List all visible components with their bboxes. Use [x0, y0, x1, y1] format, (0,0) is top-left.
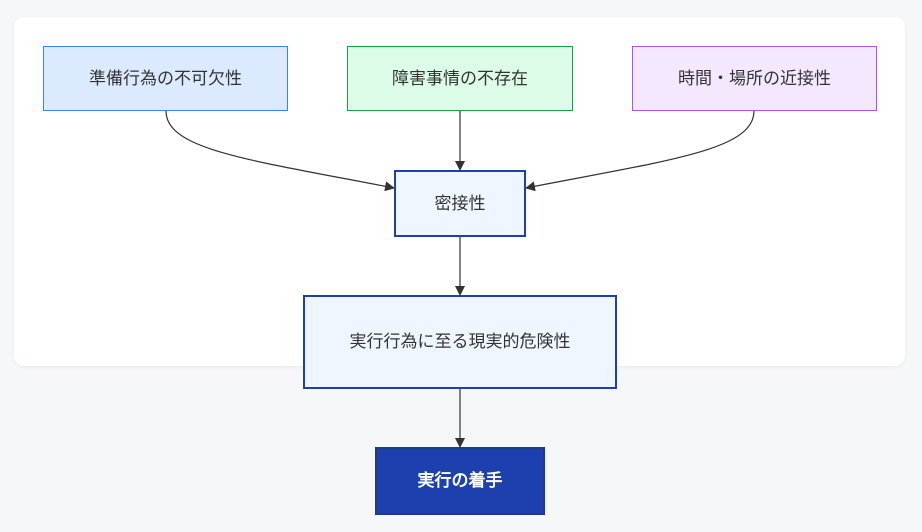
- node-preparation-indispensability: 準備行為の不可欠性: [43, 46, 288, 111]
- edge-prep-to-closeness: [165, 110, 395, 192]
- node-label: 密接性: [434, 193, 486, 214]
- node-commencement-of-execution: 実行の着手: [375, 447, 545, 515]
- node-label: 実行行為に至る現実的危険性: [349, 332, 571, 352]
- node-label: 実行の着手: [417, 471, 503, 491]
- node-label: 準備行為の不可欠性: [89, 68, 242, 89]
- edge-proximity-to-closeness: [525, 110, 755, 192]
- node-label: 時間・場所の近接性: [678, 68, 831, 89]
- node-realistic-danger: 実行行為に至る現実的危険性: [303, 295, 617, 389]
- node-no-obstacles: 障害事情の不存在: [347, 46, 573, 111]
- node-time-place-proximity: 時間・場所の近接性: [632, 46, 877, 111]
- node-closeness: 密接性: [394, 170, 526, 237]
- node-label: 障害事情の不存在: [392, 68, 528, 89]
